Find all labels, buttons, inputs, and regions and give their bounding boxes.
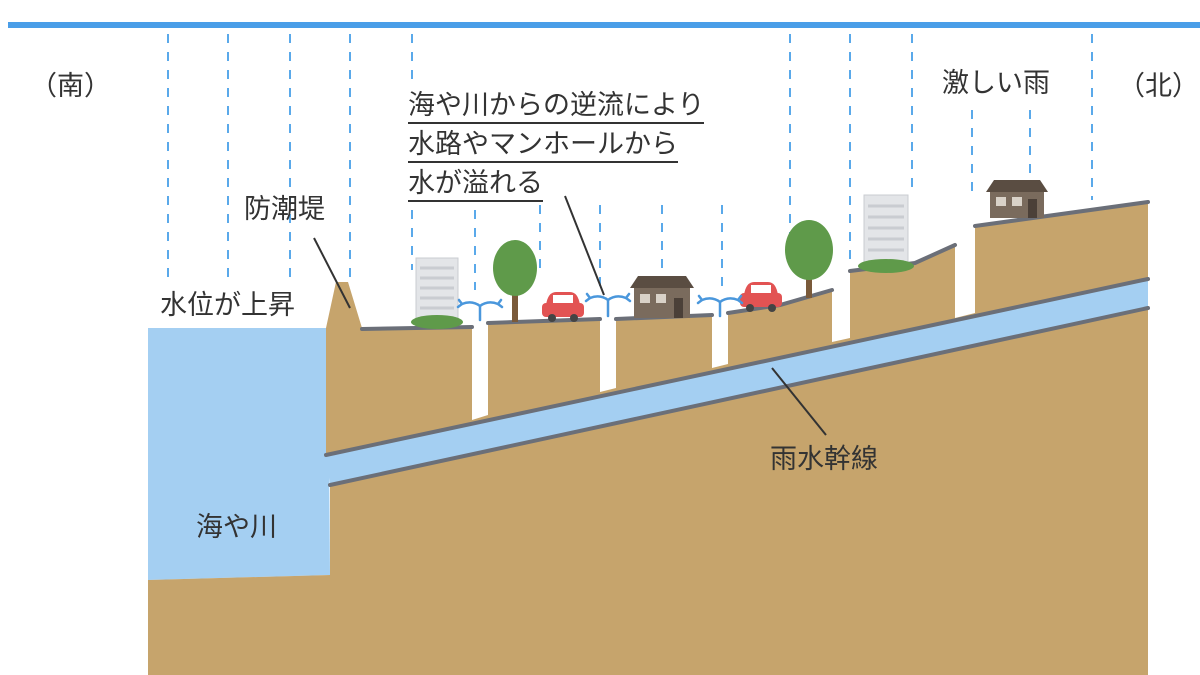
upper-ground (326, 202, 1148, 455)
tree-icon (785, 220, 833, 298)
car-icon (740, 282, 782, 312)
ground-bottom (148, 307, 1148, 675)
leader-lines (313, 195, 827, 436)
rain-cloud-bar (8, 22, 1200, 28)
rain-lines (167, 34, 1093, 290)
seawall-label: 防潮堤 (244, 194, 325, 225)
backflow-note-line-2: 水路やマンホールから (408, 131, 678, 163)
sea-river-label: 海や川 (196, 512, 277, 543)
sea-river-water (148, 328, 330, 580)
shrub-icon (411, 259, 914, 329)
south-label: （南） (30, 71, 111, 102)
overflow-arrow-icon (456, 292, 744, 322)
backflow-note-line-1: 海や川からの逆流により (408, 92, 705, 124)
building-icon (863, 194, 909, 266)
building-icon (415, 257, 459, 321)
north-label: （北） (1118, 71, 1199, 102)
heavy-rain-label: 激しい雨 (942, 68, 1050, 99)
tree-icon (493, 240, 537, 322)
car-icon (542, 292, 584, 322)
house-icon (986, 180, 1048, 218)
storm-main-pipe (326, 280, 1148, 485)
house-icon (630, 276, 694, 318)
water-rise-label: 水位が上昇 (160, 290, 295, 321)
storm-main-label: 雨水幹線 (770, 444, 878, 475)
backflow-note-line-3: 水が溢れる (408, 170, 543, 202)
